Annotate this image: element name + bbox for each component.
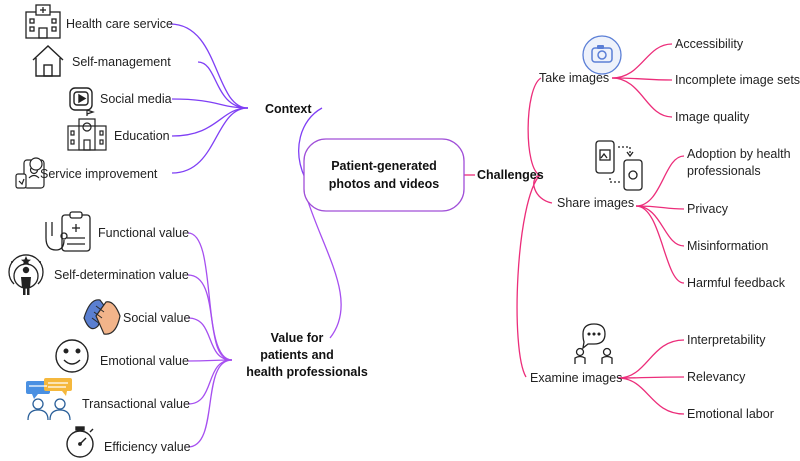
challenge-group-label: Take images bbox=[539, 71, 609, 85]
value-item-label: Efficiency value bbox=[104, 440, 191, 454]
value-item-label: Emotional value bbox=[100, 354, 189, 368]
challenge-item-label: Accessibility bbox=[675, 37, 744, 51]
challenge-group-label: Examine images bbox=[530, 371, 622, 385]
context-trunk bbox=[298, 107, 323, 179]
challenge-item-label: Relevancy bbox=[687, 370, 746, 384]
center-line-1: Patient-generated bbox=[331, 159, 437, 173]
camera-icon bbox=[582, 35, 622, 75]
challenge-item-label: Emotional labor bbox=[687, 407, 774, 421]
context-item-label: Health care service bbox=[66, 17, 173, 31]
value-connectors bbox=[187, 191, 342, 448]
person-star-icon bbox=[8, 254, 44, 295]
challenge-item-label: Privacy bbox=[687, 202, 729, 216]
challenge-item-label-line-1: Adoption by health bbox=[687, 147, 791, 161]
house-icon bbox=[32, 45, 64, 77]
stopwatch-icon bbox=[66, 426, 94, 458]
value-title-line-3: health professionals bbox=[246, 365, 368, 379]
context-item-label: Self-management bbox=[72, 55, 171, 69]
challenge-item-label: Harmful feedback bbox=[687, 276, 786, 290]
hospital-icon bbox=[25, 4, 61, 39]
stethoscope-clipboard-icon bbox=[45, 211, 91, 252]
center-line-2: photos and videos bbox=[329, 177, 439, 191]
value-trunk bbox=[304, 191, 342, 339]
challenge-item-label: Incomplete image sets bbox=[675, 73, 800, 87]
people-discuss-icon bbox=[574, 323, 613, 364]
value-item-label: Functional value bbox=[98, 226, 189, 240]
challenge-item-label: Interpretability bbox=[687, 333, 766, 347]
center-node bbox=[303, 138, 465, 212]
context-connectors bbox=[169, 23, 323, 179]
value-item-label: Self-determination value bbox=[54, 268, 189, 282]
value-title-line-1: Value for bbox=[271, 331, 324, 345]
context-title: Context bbox=[265, 102, 312, 116]
value-item-label: Transactional value bbox=[82, 397, 190, 411]
challenges-connectors bbox=[463, 43, 685, 415]
context-item-label: Service improvement bbox=[40, 167, 158, 181]
smiley-icon bbox=[55, 339, 89, 373]
context-item-label: Education bbox=[114, 129, 170, 143]
handshake-icon bbox=[83, 299, 121, 335]
challenges-title: Challenges bbox=[477, 168, 544, 182]
value-title-line-2: patients and bbox=[260, 348, 334, 362]
phones-share-icon bbox=[595, 140, 643, 191]
social-media-play-icon bbox=[69, 87, 93, 111]
value-item-label: Social value bbox=[123, 311, 190, 325]
challenge-item-label: Misinformation bbox=[687, 239, 768, 253]
service-improvement-icon bbox=[15, 157, 45, 189]
people-chat-icon bbox=[26, 378, 72, 421]
challenge-item-label-line-2: professionals bbox=[687, 164, 761, 178]
challenge-group-label: Share images bbox=[557, 196, 634, 210]
challenge-item-label: Image quality bbox=[675, 110, 750, 124]
context-item-label: Social media bbox=[100, 92, 172, 106]
school-building-icon bbox=[67, 109, 107, 151]
